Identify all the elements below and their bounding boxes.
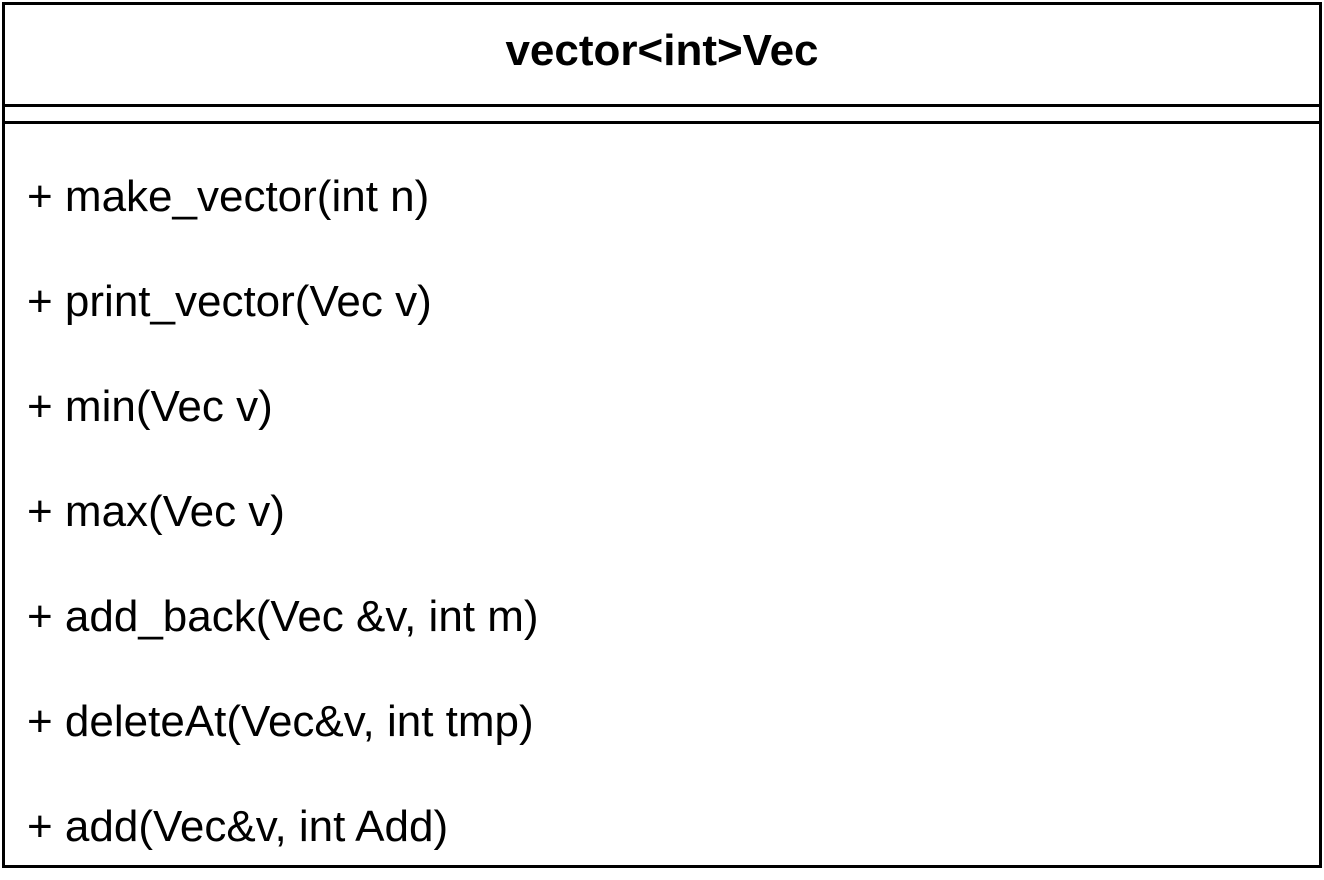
class-header: vector<int>Vec: [5, 5, 1319, 107]
method-min: + min(Vec v): [27, 381, 273, 431]
method-print-vector: + print_vector(Vec v): [27, 276, 432, 326]
method-add: + add(Vec&v, int Add): [27, 801, 449, 851]
method-make-vector: + make_vector(int n): [27, 171, 430, 221]
method-delete-at: + deleteAt(Vec&v, int tmp): [27, 696, 534, 746]
method-max: + max(Vec v): [27, 486, 285, 536]
methods-compartment: + make_vector(int n) + print_vector(Vec …: [5, 144, 1319, 879]
attributes-compartment: [5, 107, 1319, 124]
method-add-back: + add_back(Vec &v, int m): [27, 591, 539, 641]
class-name: vector<int>Vec: [505, 25, 819, 75]
